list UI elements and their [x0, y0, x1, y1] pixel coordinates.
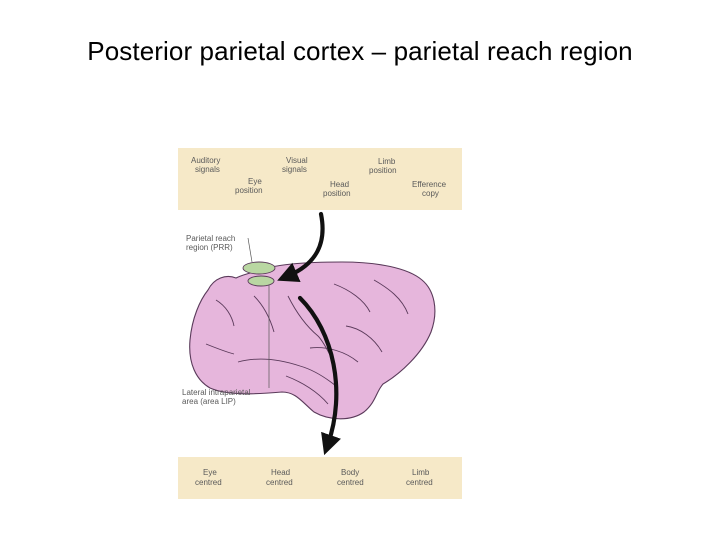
head-centred-line2: centred — [266, 478, 293, 487]
brain-outline — [189, 261, 436, 420]
prr-label-line2: region (PRR) — [186, 243, 233, 252]
eye-position-line1: Eye — [248, 177, 262, 186]
brain-sulcus-parietal — [253, 295, 275, 333]
brain-diagram-svg: Auditory signals Eye position Visual sig… — [178, 148, 462, 499]
eye-centred-label: Eye centred — [195, 468, 222, 487]
output-arrow — [297, 295, 341, 456]
reference-frames-panel — [178, 457, 462, 499]
brain-sulcus-temporal — [285, 375, 329, 405]
prr-leader-line — [247, 237, 253, 263]
brain-sulcus-frontal-2 — [373, 279, 409, 315]
efference-copy-line2: copy — [422, 189, 439, 198]
input-signals-panel — [178, 148, 462, 210]
efference-copy-label: Efference copy — [412, 180, 448, 198]
brain-sulcus-lateral — [237, 358, 337, 387]
body-centred-line2: centred — [337, 478, 364, 487]
head-position-line2: position — [323, 189, 351, 198]
prr-region — [242, 261, 276, 275]
auditory-signals-line1: Auditory — [191, 156, 220, 165]
lip-label: Lateral intraparietal area (area LIP) — [182, 388, 253, 406]
visual-signals-line2: signals — [282, 165, 307, 174]
head-position-label: Head position — [323, 180, 351, 198]
brain-sulcus-occipital-1 — [215, 299, 235, 327]
efference-copy-line1: Efference — [412, 180, 447, 189]
visual-signals-label: Visual signals — [282, 156, 310, 174]
body-centred-label: Body centred — [337, 468, 364, 487]
brain-sulcus-frontal-1 — [333, 283, 371, 313]
lip-label-line1: Lateral intraparietal — [182, 388, 251, 397]
lip-label-line2: area (area LIP) — [182, 397, 236, 406]
limb-centred-label: Limb centred — [406, 468, 433, 487]
auditory-signals-line2: signals — [195, 165, 220, 174]
lip-region — [247, 275, 275, 287]
head-centred-label: Head centred — [266, 468, 293, 487]
head-centred-line1: Head — [271, 468, 290, 477]
eye-centred-line1: Eye — [203, 468, 217, 477]
limb-position-line2: position — [369, 166, 397, 175]
brain-sulcus-occipital-2 — [205, 343, 235, 355]
visual-signals-line1: Visual — [286, 156, 308, 165]
input-arrow — [277, 211, 325, 283]
limb-position-line1: Limb — [378, 157, 396, 166]
body-centred-line1: Body — [341, 468, 359, 477]
brain-sulcus-superior-temporal — [309, 347, 359, 363]
eye-centred-line2: centred — [195, 478, 222, 487]
eye-position-label: Eye position — [235, 177, 264, 195]
prr-label: Parietal reach region (PRR) — [186, 234, 238, 252]
eye-position-line2: position — [235, 186, 263, 195]
head-position-line1: Head — [330, 180, 349, 189]
limb-position-label: Limb position — [369, 157, 398, 175]
limb-centred-line1: Limb — [412, 468, 430, 477]
auditory-signals-label: Auditory signals — [191, 156, 223, 174]
slide-title: Posterior parietal cortex – parietal rea… — [87, 36, 633, 66]
prr-label-line1: Parietal reach — [186, 234, 235, 243]
limb-centred-line2: centred — [406, 478, 433, 487]
brain-diagram: Auditory signals Eye position Visual sig… — [178, 148, 462, 500]
brain-sulcus-arcuate — [345, 325, 383, 353]
